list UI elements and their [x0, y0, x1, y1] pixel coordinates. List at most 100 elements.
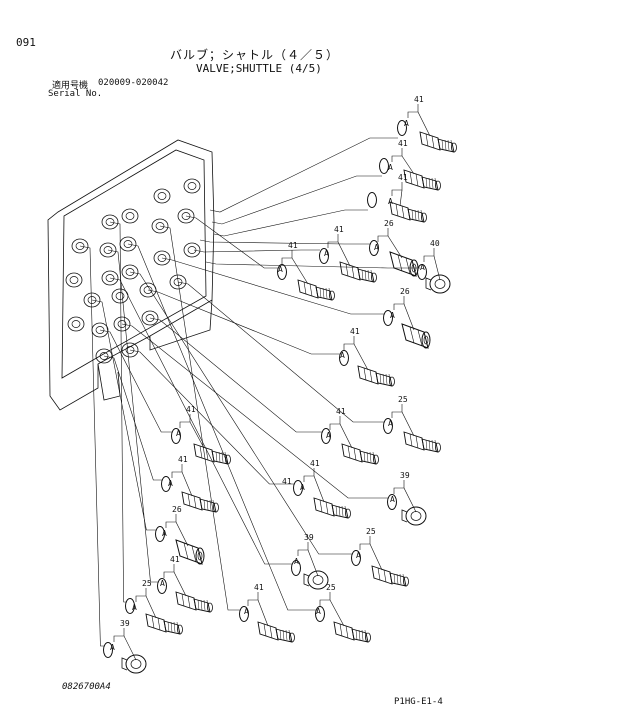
leader-line	[129, 349, 294, 485]
leader-line	[109, 277, 292, 565]
port-inner	[117, 320, 127, 328]
part-ref-label: 41	[336, 407, 346, 416]
fitting-part	[145, 613, 183, 635]
port-inner	[125, 346, 135, 354]
port-hole	[153, 250, 171, 266]
part-callout: 26A	[383, 287, 431, 349]
part-callout: 25A	[351, 527, 409, 587]
leader-line	[99, 329, 172, 433]
part-ref-label: 26	[384, 219, 394, 228]
part-ref-label: 25	[142, 579, 152, 588]
leader-line	[129, 271, 352, 555]
port-hole	[121, 208, 139, 224]
o-ring	[383, 310, 393, 326]
leader-lines	[79, 137, 420, 647]
port-inner	[173, 278, 183, 286]
o-ring	[315, 606, 325, 622]
part-ref-label: 41	[178, 455, 188, 464]
o-ring	[161, 476, 171, 492]
part-ref-label: 41	[414, 95, 424, 104]
part-callout: 40A	[417, 239, 451, 294]
o-ring	[417, 264, 427, 280]
plug-part	[401, 506, 427, 526]
valve-ports	[65, 178, 201, 364]
o-ring	[379, 158, 389, 174]
serial-range: 020009-020042	[98, 78, 169, 88]
port-hole	[113, 316, 131, 332]
port-inner	[115, 292, 125, 300]
callout-letter-a: A	[390, 495, 395, 504]
leader-line	[149, 317, 322, 433]
port-inner	[157, 254, 167, 262]
leader-line	[199, 239, 370, 245]
part-ref-label: 41	[398, 139, 408, 148]
drawing-number: 0826700A4	[62, 682, 111, 692]
shuttle-valve-block	[47, 139, 215, 411]
port-inner	[187, 182, 197, 190]
part-callout: 41A	[293, 459, 351, 519]
o-ring	[383, 418, 393, 434]
sleeve-part	[389, 251, 419, 277]
port-inner	[123, 240, 133, 248]
port-hole	[177, 208, 195, 224]
leader-line	[109, 221, 126, 603]
o-ring	[293, 480, 303, 496]
part-callout: 39A	[387, 471, 427, 526]
port-inner	[69, 276, 79, 284]
leader-line	[107, 249, 158, 583]
leader-line	[121, 323, 388, 499]
callout-letter-a: A	[374, 243, 379, 252]
part-callout: 41A	[339, 327, 395, 387]
port-inner	[125, 212, 135, 220]
part-ref-label: 25	[326, 583, 336, 592]
fitting-part	[341, 443, 379, 465]
part-ref-label: 25	[398, 395, 408, 404]
leader-line	[103, 355, 162, 481]
callout-letter-a: A	[340, 351, 345, 360]
callout-letter-a: A	[324, 249, 329, 258]
part-callout: 41	[282, 477, 292, 486]
leader-line	[205, 261, 420, 269]
fitting-part	[181, 491, 219, 513]
sleeve-part	[401, 323, 431, 349]
port-inner	[105, 218, 115, 226]
port-hole	[183, 178, 201, 194]
part-callout: 41A	[171, 405, 231, 465]
port-hole	[101, 270, 119, 286]
part-callout: 39A	[103, 619, 147, 674]
port-hole	[95, 348, 113, 364]
part-ref-label: 41	[170, 555, 180, 564]
part-callout: 41A	[161, 455, 219, 513]
port-hole	[121, 264, 139, 280]
part-ref-label: 26	[172, 505, 182, 514]
port-inner	[125, 268, 135, 276]
o-ring	[367, 192, 377, 208]
leader-line	[213, 209, 368, 237]
part-callout: 41A	[321, 407, 379, 465]
fitting-part	[297, 279, 335, 301]
port-inner	[105, 274, 115, 282]
o-ring	[277, 264, 287, 280]
o-ring	[171, 428, 181, 444]
leader-line	[209, 137, 398, 213]
callout-letter-a: A	[388, 163, 393, 172]
part-callout: 41A	[397, 95, 457, 153]
leader-line	[79, 245, 104, 647]
part-ref-label: 39	[120, 619, 130, 628]
port-hole	[67, 316, 85, 332]
port-hole	[65, 272, 83, 288]
part-callout: 41A	[319, 225, 377, 283]
callout-letter-a: A	[316, 607, 321, 616]
o-ring	[103, 642, 113, 658]
part-ref-label: 41	[288, 241, 298, 250]
callout-letter-a: A	[388, 419, 393, 428]
port-inner	[181, 212, 191, 220]
callout-letter-a: A	[160, 579, 165, 588]
part-callout: 25A	[315, 583, 371, 643]
plug-part	[425, 274, 451, 294]
plug-part	[303, 570, 329, 590]
fitting-part	[313, 497, 351, 519]
fitting-part	[371, 565, 409, 587]
fitting-part	[389, 201, 427, 223]
